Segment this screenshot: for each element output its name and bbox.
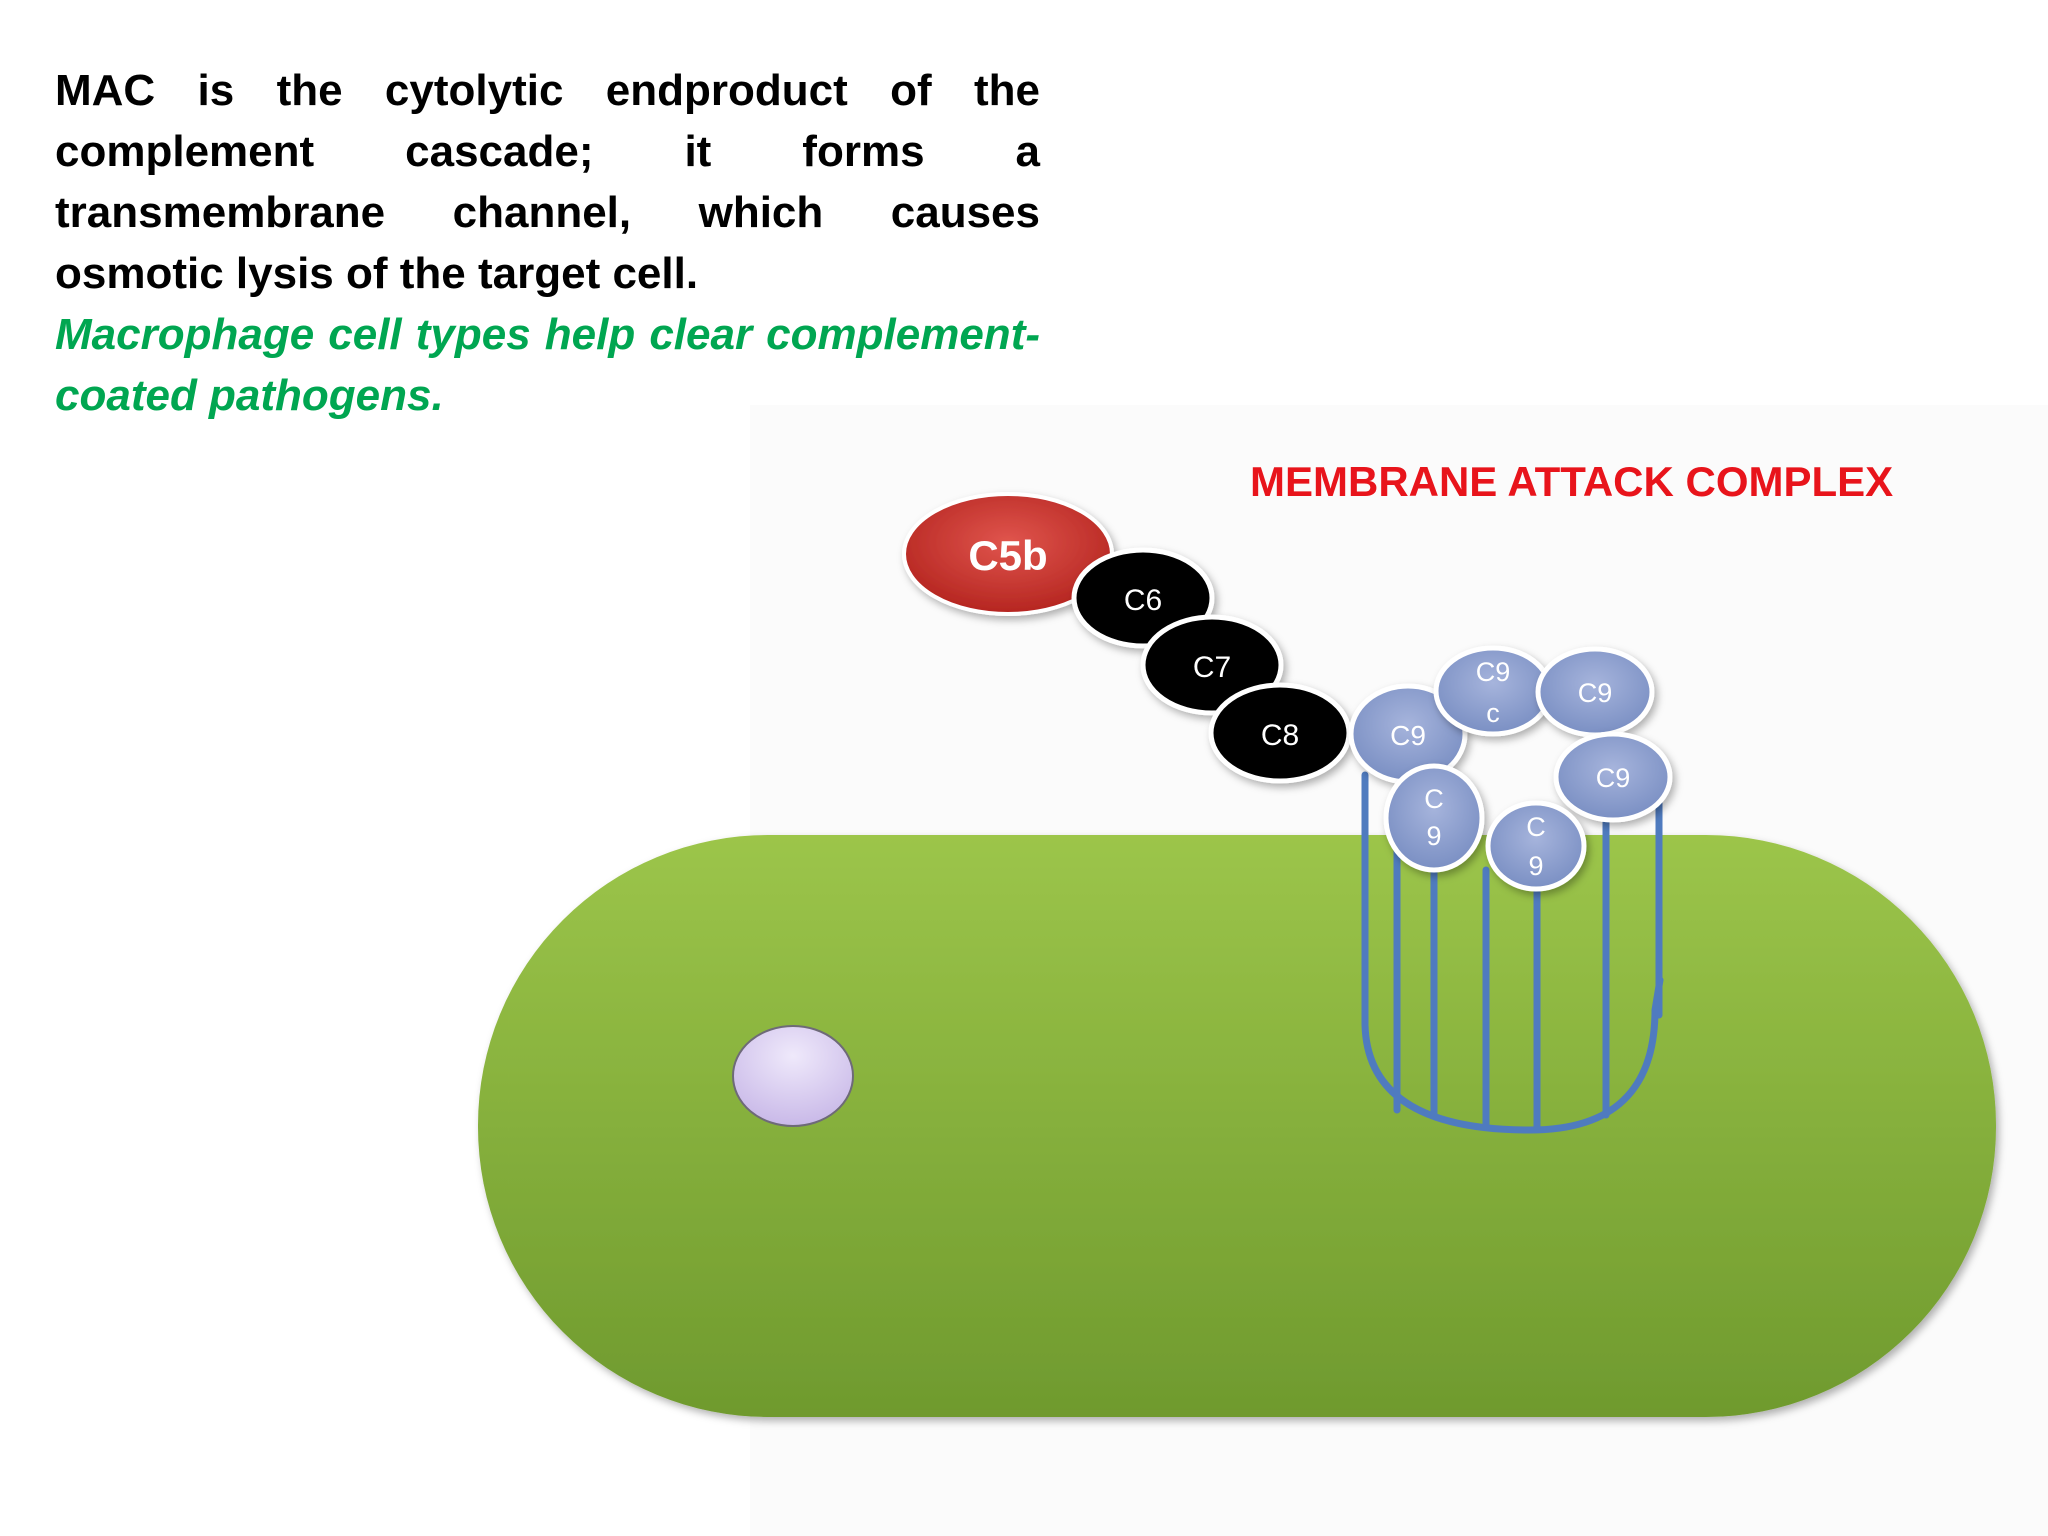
c9-ellipse bbox=[1553, 731, 1673, 823]
description-text: MAC is the cytolytic endproduct of the c… bbox=[55, 60, 1040, 426]
c9-label: C9 bbox=[1476, 657, 1511, 687]
c9-label: C bbox=[1526, 812, 1546, 842]
c9-node: C9 bbox=[1553, 731, 1673, 823]
c6-label: C6 bbox=[1124, 584, 1162, 617]
c9-ellipse bbox=[1383, 763, 1485, 873]
c9-label: C9 bbox=[1596, 763, 1631, 793]
c5b-label: C5b bbox=[968, 532, 1047, 579]
c8-node: C8 bbox=[1208, 682, 1352, 784]
c9-ellipse bbox=[1485, 800, 1587, 892]
c9-label: C bbox=[1424, 784, 1444, 814]
macrophage-note: Macrophage cell types help clear complem… bbox=[55, 310, 1040, 420]
c8-label: C8 bbox=[1261, 719, 1299, 752]
target-cell bbox=[478, 835, 1996, 1417]
c9-node: C9 c bbox=[1433, 645, 1553, 737]
c9-label: 9 bbox=[1528, 851, 1543, 881]
c9-node: C 9 bbox=[1383, 763, 1485, 873]
mac-description: MAC is the cytolytic endproduct of the c… bbox=[55, 66, 1040, 298]
c9-node: C 9 bbox=[1485, 800, 1587, 892]
c9-node: C9 bbox=[1535, 646, 1655, 738]
nucleus bbox=[732, 1025, 854, 1127]
c7-label: C7 bbox=[1193, 651, 1231, 684]
c9-label: C9 bbox=[1390, 720, 1426, 751]
pore-channel bbox=[1361, 766, 1664, 1134]
c9-label: C9 bbox=[1578, 678, 1613, 708]
diagram-title: MEMBRANE ATTACK COMPLEX bbox=[1250, 458, 1894, 505]
c9-label: c bbox=[1486, 698, 1500, 728]
c9-label: 9 bbox=[1426, 821, 1441, 851]
pore-outline bbox=[1361, 771, 1664, 1134]
